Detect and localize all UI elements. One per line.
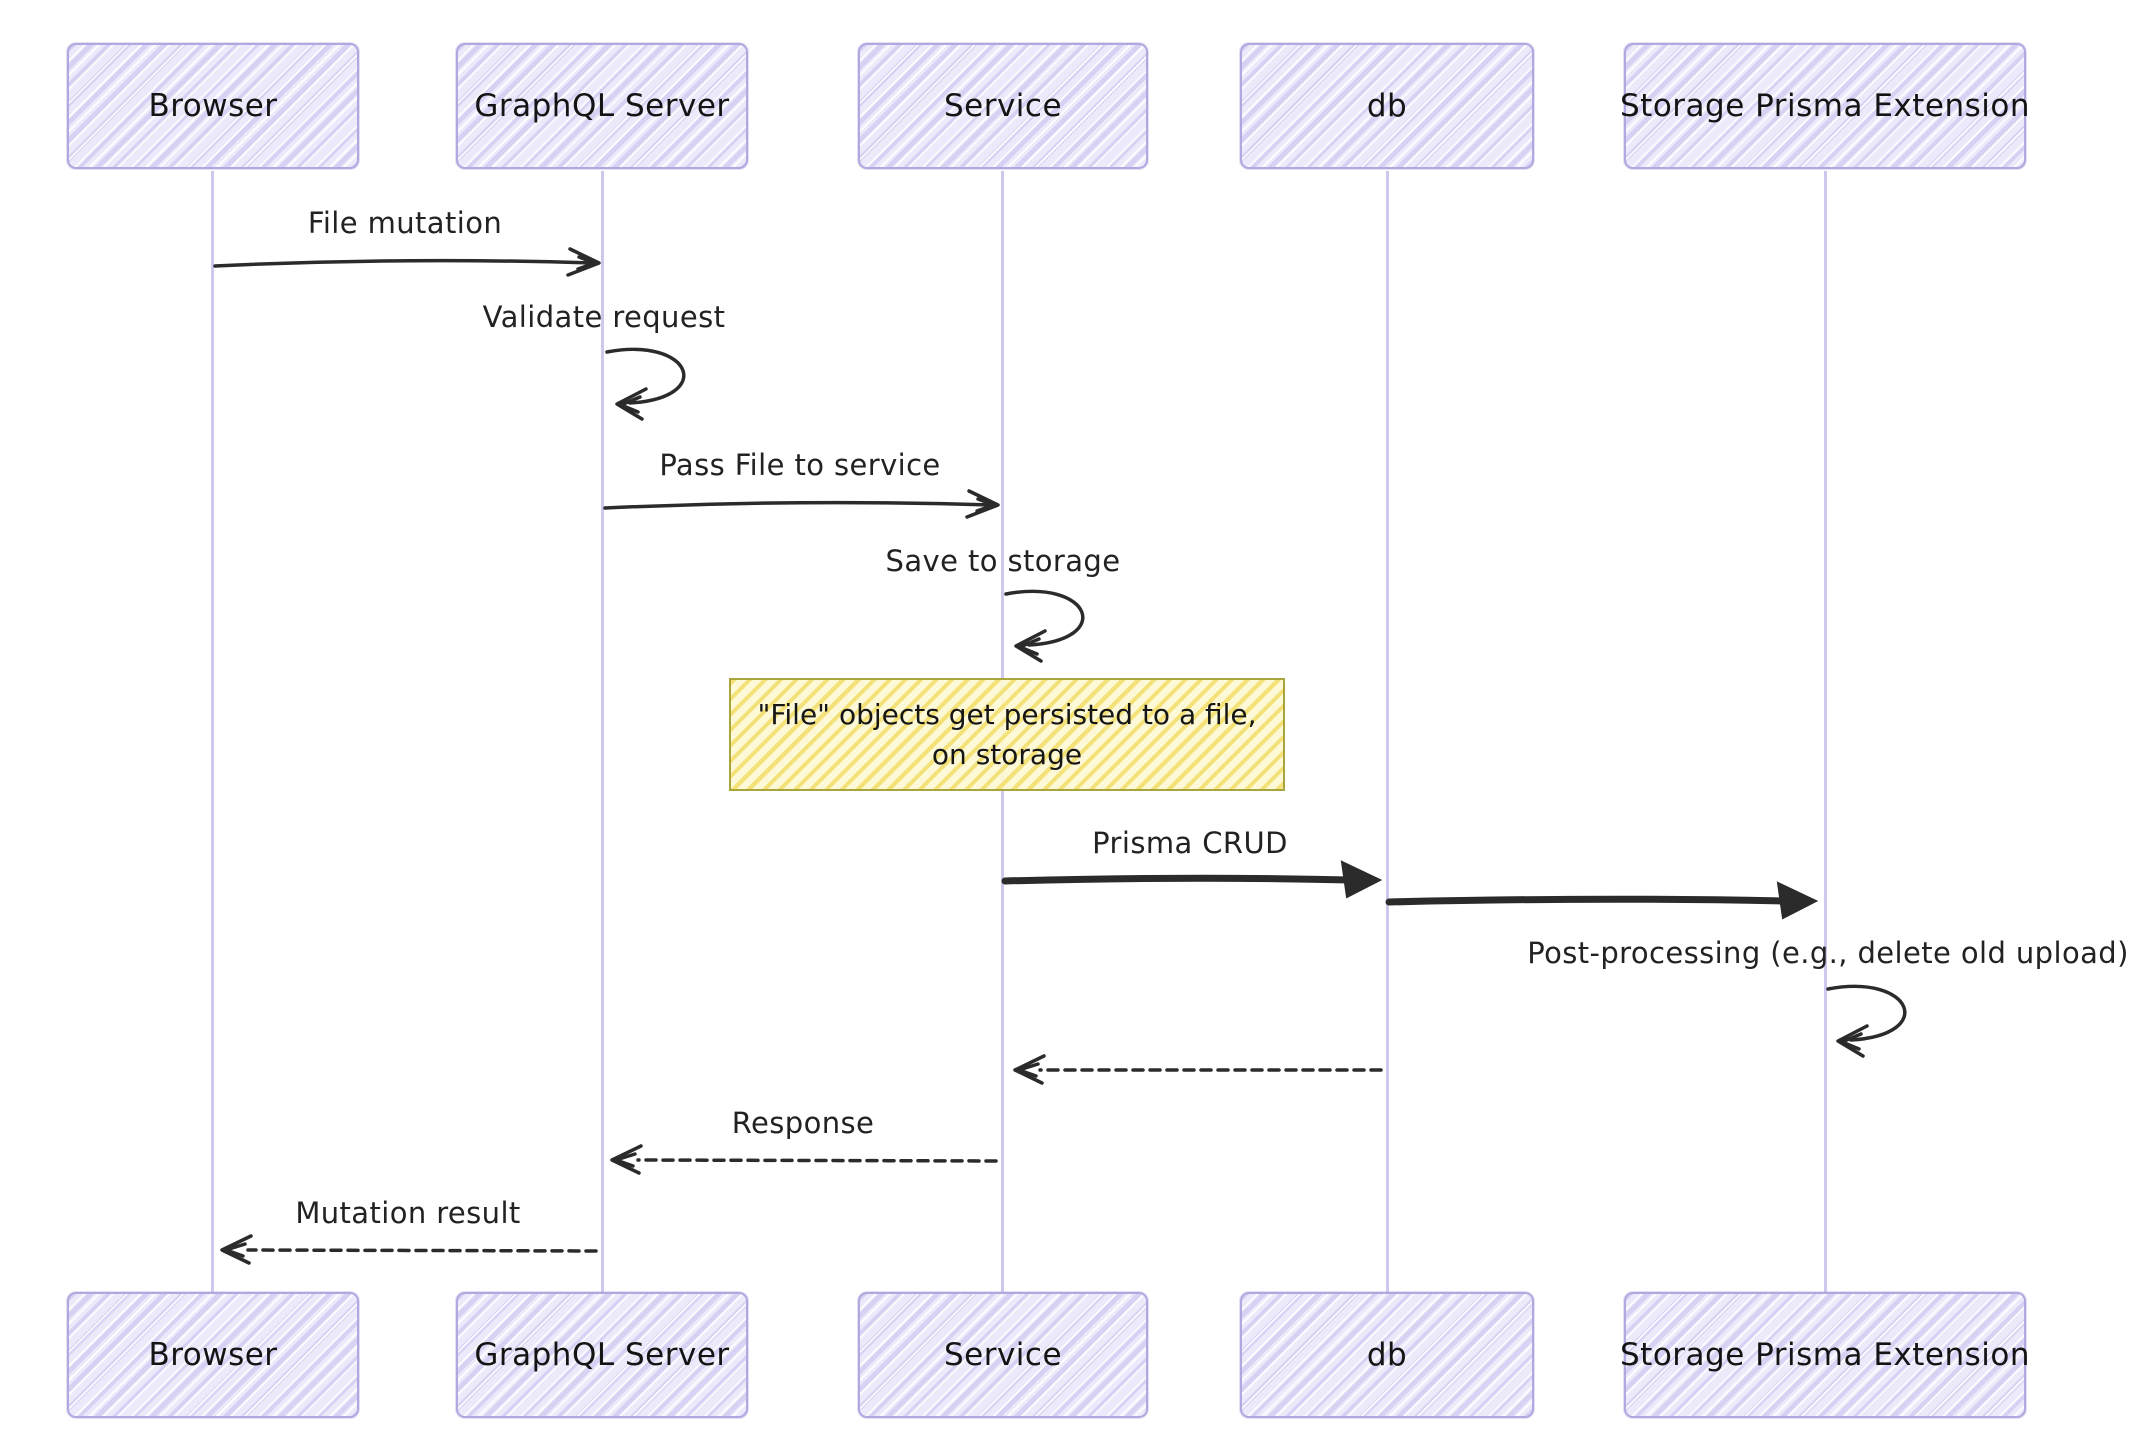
actor-top-browser: Browser — [67, 43, 359, 169]
actor-label-graphql-server: GraphQL Server — [474, 88, 730, 124]
note-file-persisted: "File" objects get persisted to a file, … — [729, 678, 1285, 791]
actor-bottom-db: db — [1240, 1292, 1534, 1418]
self-loop-save-to-storage — [1004, 589, 1085, 663]
message-label-validate-request: Validate request — [482, 300, 726, 334]
arrow-mutation-result — [220, 1234, 598, 1265]
message-label-post-processing: Post-processing (e.g., delete old upload… — [1527, 936, 2129, 970]
message-label-prisma-crud: Prisma CRUD — [1092, 826, 1288, 860]
actor-label-browser: Browser — [148, 88, 278, 124]
self-loop-post-processing — [1826, 984, 1907, 1058]
arrow-db-to-storage — [1385, 881, 1819, 920]
arrow-response — [610, 1144, 998, 1175]
message-label-file-mutation: File mutation — [307, 206, 503, 240]
actor-bottom-service: Service — [858, 1292, 1148, 1418]
self-loop-validate-request — [605, 347, 686, 421]
actor-label-db: db — [1366, 1337, 1408, 1373]
actor-bottom-browser: Browser — [67, 1292, 359, 1418]
note-line-2: on storage — [931, 737, 1083, 771]
message-label-pass-file-to-service: Pass File to service — [659, 448, 941, 482]
message-label-response: Response — [731, 1106, 875, 1140]
lifeline-graphql-server — [601, 171, 604, 1292]
actor-label-service: Service — [943, 1337, 1063, 1373]
actor-label-browser: Browser — [148, 1337, 278, 1373]
actor-label-graphql-server: GraphQL Server — [474, 1337, 730, 1373]
lifeline-db — [1386, 171, 1389, 1292]
arrow-file-mutation — [213, 247, 601, 277]
lifeline-storage-prisma-extension — [1824, 171, 1827, 1292]
actor-bottom-graphql-server: GraphQL Server — [456, 1292, 748, 1418]
actor-top-service: Service — [858, 43, 1148, 169]
arrow-pass-file-to-service — [603, 489, 1000, 519]
actor-label-service: Service — [943, 88, 1063, 124]
actor-top-graphql-server: GraphQL Server — [456, 43, 748, 169]
actor-top-storage-prisma-extension: Storage Prisma Extension — [1620, 43, 2030, 169]
message-label-mutation-result: Mutation result — [295, 1196, 521, 1230]
arrow-db-to-service-return — [1013, 1054, 1383, 1085]
actor-label-db: db — [1366, 88, 1408, 124]
actor-top-db: db — [1240, 43, 1534, 169]
lifeline-browser — [211, 171, 214, 1292]
actor-label-storage-prisma-extension: Storage Prisma Extension — [1619, 88, 2031, 124]
note-line-1: "File" objects get persisted to a file, — [757, 697, 1257, 731]
actor-label-storage-prisma-extension: Storage Prisma Extension — [1619, 1337, 2031, 1373]
message-label-save-to-storage: Save to storage — [885, 544, 1121, 578]
actor-bottom-storage-prisma-extension: Storage Prisma Extension — [1620, 1292, 2030, 1418]
arrow-prisma-crud — [1001, 860, 1383, 899]
